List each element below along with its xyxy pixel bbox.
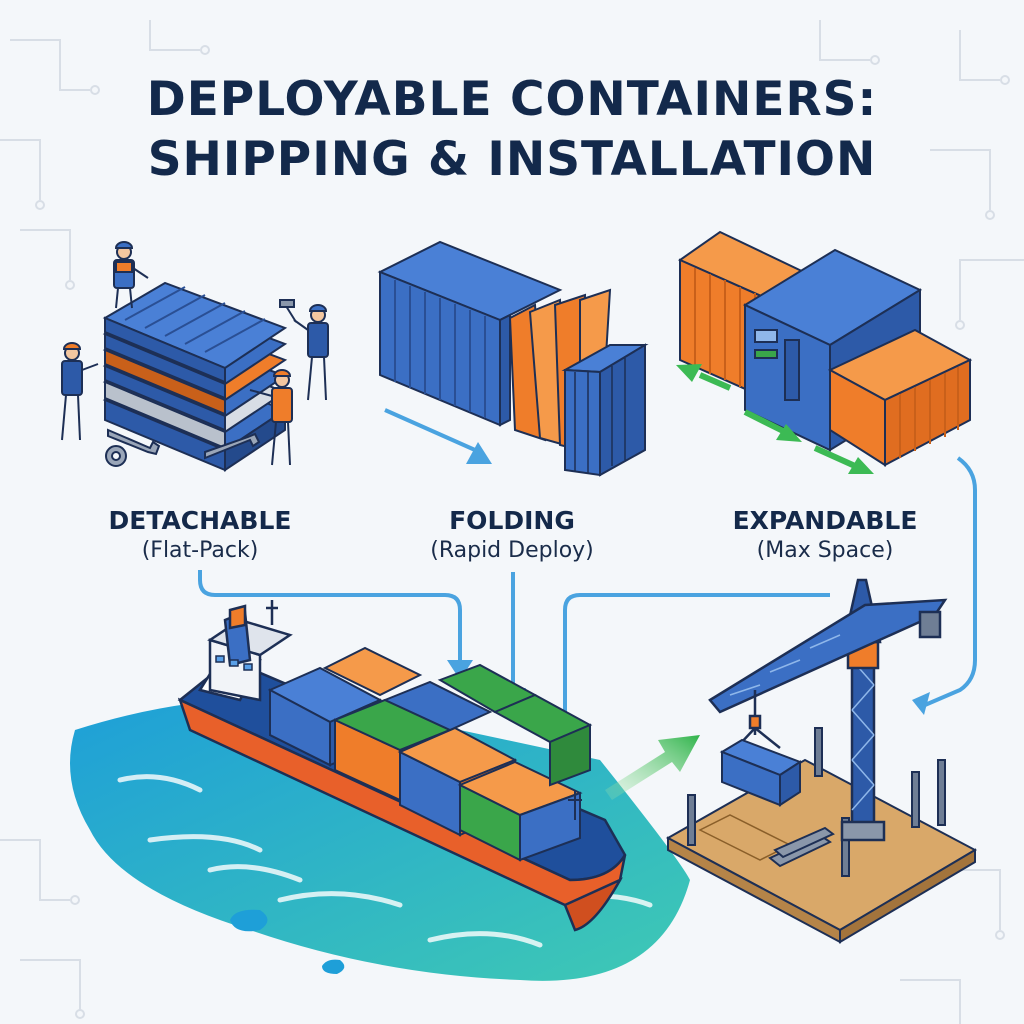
worker-figure <box>113 241 149 309</box>
ship-cargo-containers <box>267 646 593 862</box>
page-title: DEPLOYABLE CONTAINERS: SHIPPING & INSTAL… <box>0 70 1024 190</box>
hoisted-container <box>719 738 803 807</box>
flat-pack-stack <box>102 281 288 472</box>
wrench-icon <box>204 432 261 460</box>
worker-figure <box>249 369 293 466</box>
type-name: EXPANDABLE <box>732 506 918 535</box>
type-name: FOLDING <box>449 506 575 535</box>
expand-arrow <box>676 364 874 474</box>
wrench-icon <box>107 428 161 456</box>
crane-icon <box>708 578 948 842</box>
construction-site <box>665 727 978 944</box>
circuit-decoration <box>0 20 1024 1024</box>
label-detachable: DETACHABLE (Flat-Pack) <box>70 505 330 565</box>
flow-arrow <box>198 408 977 740</box>
title-line-2: SHIPPING & INSTALLATION <box>147 132 877 187</box>
expandable-container <box>677 230 973 467</box>
title-line-1: DEPLOYABLE CONTAINERS: <box>146 72 878 127</box>
worker-figure <box>293 304 329 401</box>
type-detail: (Flat-Pack) <box>141 538 259 563</box>
label-expandable: EXPANDABLE (Max Space) <box>695 505 955 565</box>
sea <box>70 698 690 981</box>
gear-icon <box>105 445 127 467</box>
type-detail: (Max Space) <box>756 538 894 563</box>
hammer-icon <box>279 299 297 323</box>
type-name: DETACHABLE <box>108 506 292 535</box>
transfer-arrow <box>605 735 700 800</box>
folding-container <box>377 240 649 477</box>
label-folding: FOLDING (Rapid Deploy) <box>382 505 642 565</box>
worker-figure <box>61 342 99 441</box>
type-detail: (Rapid Deploy) <box>430 538 594 563</box>
